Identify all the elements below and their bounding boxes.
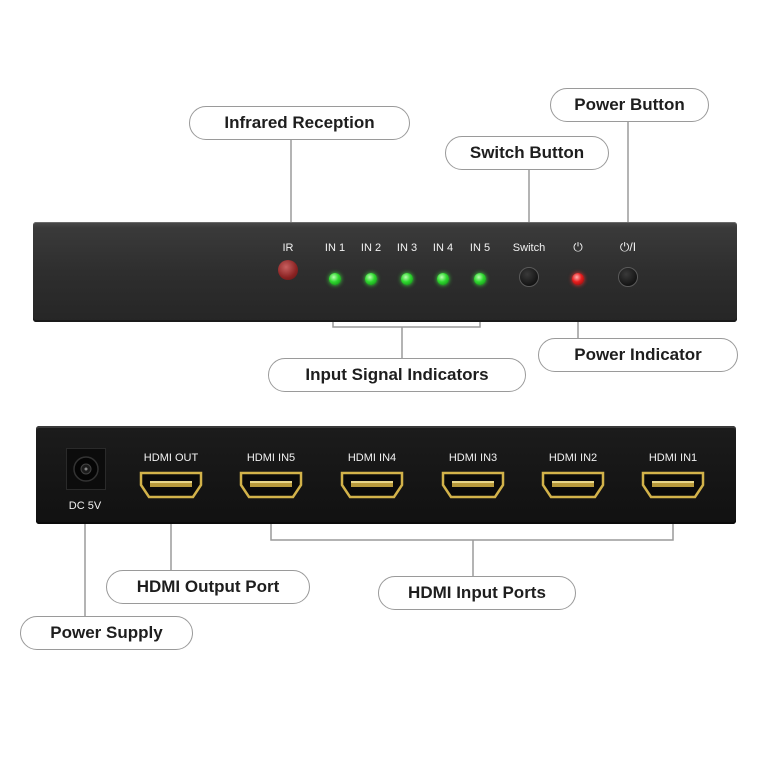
callout-switch-button: Switch Button — [445, 136, 609, 170]
input-label-1: IN 1 — [324, 242, 346, 254]
input-label-4: IN 4 — [432, 242, 454, 254]
input-led-5 — [474, 273, 486, 285]
infrared-receiver-window — [278, 260, 298, 280]
input-label-3: IN 3 — [396, 242, 418, 254]
callout-power-indicator: Power Indicator — [538, 338, 738, 372]
hdmi-input-port-2-icon — [541, 471, 605, 499]
switch-button[interactable] — [519, 267, 539, 287]
callout-input-signal-indicators: Input Signal Indicators — [268, 358, 526, 392]
ir-label: IR — [282, 242, 294, 254]
power-indicator-led — [572, 273, 584, 285]
input-label-5: IN 5 — [469, 242, 491, 254]
callout-power-button: Power Button — [550, 88, 709, 122]
hdmi-input-port-5-icon — [239, 471, 303, 499]
input-led-4 — [437, 273, 449, 285]
callout-hdmi-input-ports: HDMI Input Ports — [378, 576, 576, 610]
power-button-icon: ⏻/I — [619, 240, 637, 254]
switch-label: Switch — [512, 242, 546, 254]
port-label-hdmi-in4: HDMI IN4 — [347, 452, 397, 464]
dc-jack-icon — [66, 448, 106, 490]
power-button[interactable] — [618, 267, 638, 287]
bracket-hdmi-inputs — [270, 515, 674, 541]
port-label-hdmi-in2: HDMI IN2 — [548, 452, 598, 464]
port-label-hdmi-out: HDMI OUT — [143, 452, 199, 464]
power-indicator-icon: ⏻ — [573, 240, 583, 254]
input-label-2: IN 2 — [360, 242, 382, 254]
hdmi-output-port-icon — [139, 471, 203, 499]
hdmi-input-port-4-icon — [340, 471, 404, 499]
port-label-hdmi-in1: HDMI IN1 — [648, 452, 698, 464]
input-led-2 — [365, 273, 377, 285]
callout-power-supply: Power Supply — [20, 616, 193, 650]
hdmi-input-port-1-icon — [641, 471, 705, 499]
dc-label: DC 5V — [68, 500, 102, 512]
port-label-hdmi-in5: HDMI IN5 — [246, 452, 296, 464]
callout-hdmi-output-port: HDMI Output Port — [106, 570, 310, 604]
input-led-3 — [401, 273, 413, 285]
callout-infrared-reception: Infrared Reception — [189, 106, 410, 140]
port-label-hdmi-in3: HDMI IN3 — [448, 452, 498, 464]
hdmi-input-port-3-icon — [441, 471, 505, 499]
input-led-1 — [329, 273, 341, 285]
